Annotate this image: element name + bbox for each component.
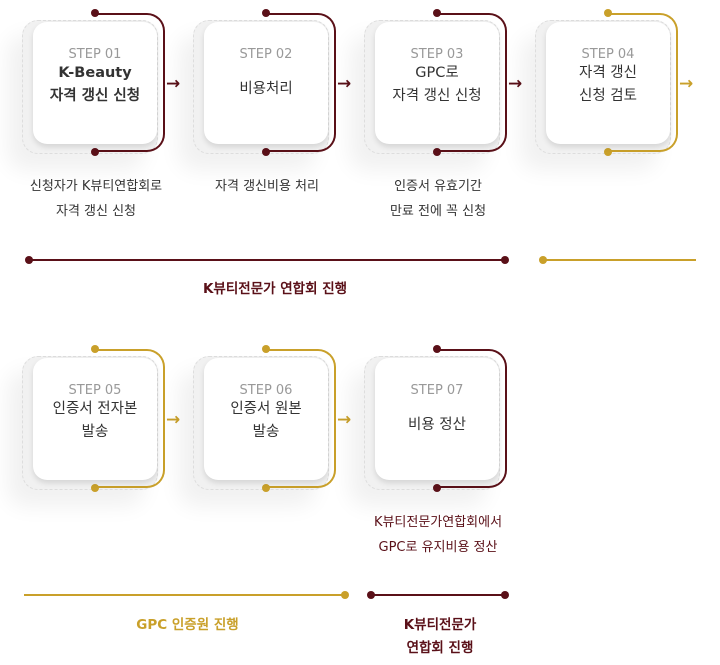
timeline-maroon-row2 bbox=[367, 591, 509, 599]
step-bracket bbox=[437, 13, 507, 152]
bracket-dot bbox=[433, 148, 441, 156]
arrow-right-icon: → bbox=[508, 74, 523, 94]
step-bracket bbox=[266, 13, 336, 152]
step2-description: 자격 갱신비용 처리 bbox=[215, 179, 319, 194]
step-label: STEP 01 bbox=[68, 47, 122, 62]
bracket-dot bbox=[262, 345, 270, 353]
arrow-right-icon: → bbox=[337, 410, 352, 430]
step-bracket bbox=[95, 13, 165, 152]
step-label: STEP 03 bbox=[410, 47, 464, 62]
step-title-line: 비용처리 bbox=[239, 81, 293, 97]
bracket-dot bbox=[433, 345, 441, 353]
step-bracket bbox=[437, 349, 507, 488]
bracket-dot bbox=[91, 148, 99, 156]
step-title: 비용처리 bbox=[204, 78, 328, 101]
timeline-dot bbox=[367, 591, 375, 599]
timeline-dot bbox=[539, 256, 547, 264]
bracket-dot bbox=[262, 9, 270, 17]
arrow-right-icon: → bbox=[337, 74, 352, 94]
step-card: STEP 01 K-Beauty 자격 갱신 신청 bbox=[33, 22, 157, 144]
arrow-right-icon: → bbox=[166, 410, 181, 430]
arrow-right-icon: → bbox=[679, 74, 694, 94]
step-bracket bbox=[266, 349, 336, 488]
step-title-line: 자격 갱신 신청 bbox=[392, 88, 482, 104]
step-bracket bbox=[608, 13, 678, 152]
timeline-label-gpc: GPC 인증원 진행 bbox=[136, 617, 239, 633]
bracket-dot bbox=[433, 9, 441, 17]
step-title: K-Beauty 자격 갱신 신청 bbox=[33, 62, 157, 108]
step-label: STEP 06 bbox=[239, 383, 293, 398]
timeline-gold-row1 bbox=[539, 256, 696, 264]
step-title-line: 비용 정산 bbox=[408, 417, 466, 433]
step-title-line: 인증서 원본 bbox=[230, 401, 302, 417]
timeline-maroon-row1 bbox=[25, 256, 509, 264]
timeline-dot bbox=[501, 591, 509, 599]
bracket-dot bbox=[604, 148, 612, 156]
step-title-line: 발송 bbox=[81, 424, 109, 440]
step-title-line: GPC로 bbox=[415, 65, 459, 81]
bracket-dot bbox=[91, 484, 99, 492]
step-title: 비용 정산 bbox=[375, 414, 499, 437]
bracket-dot bbox=[262, 484, 270, 492]
step-bracket bbox=[95, 349, 165, 488]
step-label: STEP 04 bbox=[581, 47, 635, 62]
timeline-dot bbox=[25, 256, 33, 264]
bracket-dot bbox=[433, 484, 441, 492]
step-title-line: 자격 갱신 bbox=[579, 65, 637, 81]
timeline-label-association: K뷰티전문가 연합회 진행 bbox=[202, 281, 348, 297]
step-label: STEP 02 bbox=[239, 47, 293, 62]
step-7: STEP 07 비용 정산 bbox=[342, 336, 507, 496]
bracket-dot bbox=[91, 9, 99, 17]
bracket-dot bbox=[604, 9, 612, 17]
step-title-line: 자격 갱신 신청 bbox=[49, 88, 141, 104]
arrow-right-icon: → bbox=[166, 74, 181, 94]
timeline-dot bbox=[341, 591, 349, 599]
step-title-line: 신청 검토 bbox=[579, 88, 637, 104]
step-2: STEP 02 비용처리 → bbox=[171, 0, 351, 160]
bracket-dot bbox=[262, 148, 270, 156]
step-card: STEP 07 비용 정산 bbox=[375, 358, 499, 480]
step-title-line: K-Beauty bbox=[58, 65, 132, 81]
step-title-line: 발송 bbox=[252, 424, 280, 440]
step-label: STEP 05 bbox=[68, 383, 122, 398]
step-card: STEP 02 비용처리 bbox=[204, 22, 328, 144]
step-label: STEP 07 bbox=[410, 383, 464, 398]
step-1: STEP 01 K-Beauty 자격 갱신 신청 → bbox=[0, 0, 180, 160]
timeline-dot bbox=[501, 256, 509, 264]
bracket-dot bbox=[91, 345, 99, 353]
step-title-line: 인증서 전자본 bbox=[52, 401, 138, 417]
timeline-gold-row2 bbox=[24, 591, 349, 599]
